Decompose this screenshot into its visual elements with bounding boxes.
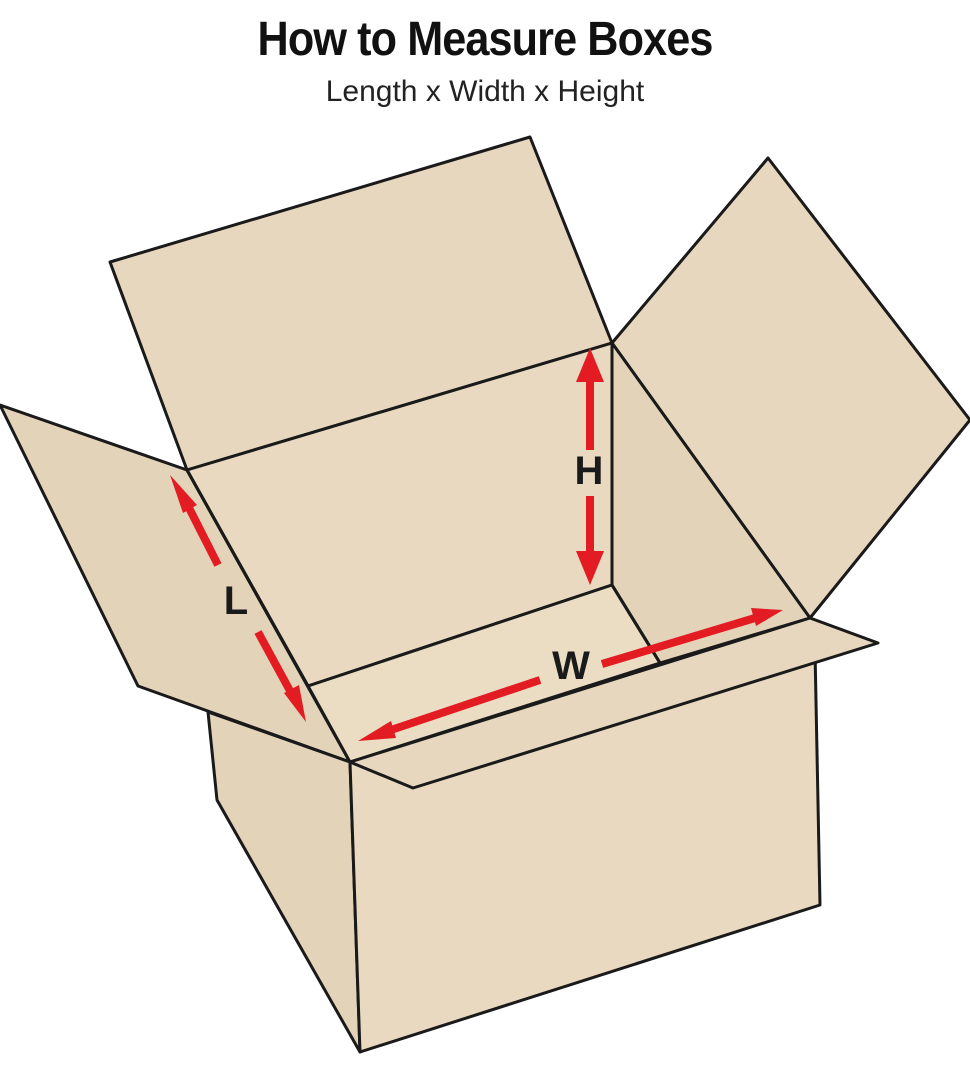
page-title: How to Measure Boxes xyxy=(257,13,714,66)
box-left-side xyxy=(206,710,362,1054)
length-arrow-head-top xyxy=(170,475,197,513)
height-arrow xyxy=(576,348,604,585)
length-label: L xyxy=(224,579,248,623)
height-arrow-head-top xyxy=(576,348,604,382)
width-label: W xyxy=(552,644,590,688)
width-arrow xyxy=(358,608,783,741)
width-arrow-head-left xyxy=(358,721,396,741)
height-label: H xyxy=(575,449,604,493)
length-arrow-head-bottom xyxy=(284,685,306,722)
height-arrow-head-bottom xyxy=(576,551,604,585)
front-flap xyxy=(348,616,880,790)
page-subtitle: Length x Width x Height xyxy=(325,75,645,108)
length-arrow xyxy=(170,475,306,722)
width-arrow-head-right xyxy=(751,608,783,626)
